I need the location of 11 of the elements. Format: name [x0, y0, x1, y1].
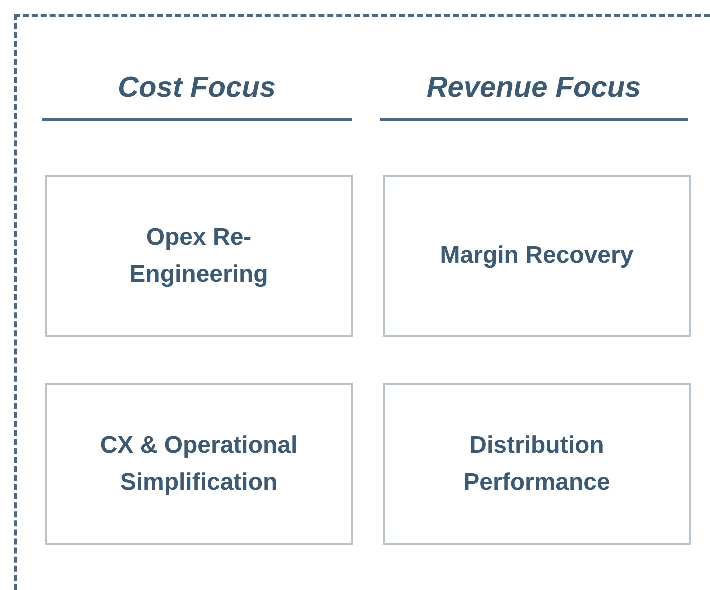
column-heading: Revenue Focus: [426, 72, 642, 105]
dashed-frame: [14, 14, 710, 590]
text-box: [383, 175, 691, 337]
column-heading: Cost Focus: [117, 72, 277, 105]
box-label: Distribution Performance: [462, 430, 612, 498]
text-box: [45, 383, 353, 545]
box-label: Opex Re-Engineering: [128, 222, 270, 290]
box-label: Margin Recovery: [440, 241, 634, 272]
box-label: CX & Operational Simplification: [99, 430, 299, 498]
text-box: [383, 383, 691, 545]
text-box: [45, 175, 353, 337]
